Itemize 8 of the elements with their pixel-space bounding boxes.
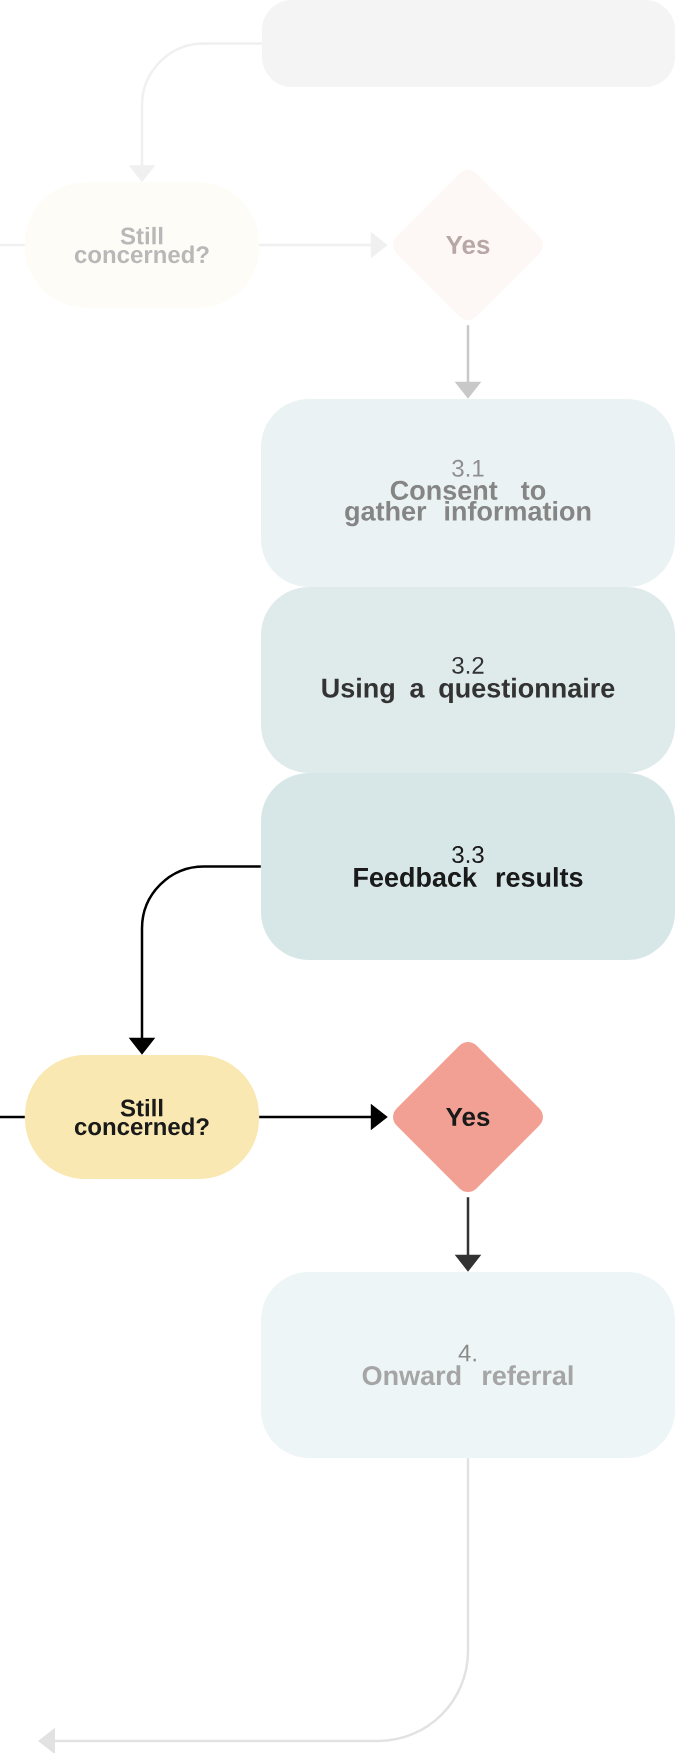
step-box: 3.3 Feedback results [261,773,675,960]
question-box: Still concerned? [25,1055,259,1179]
arrow [38,1458,470,1753]
step-box: 3.2 Using a questionnaire [261,587,675,773]
step-box: 3.1 Consent to gather information [261,399,675,587]
step-box: 4. Onward referral [261,1272,675,1458]
question-box: Still concerned? [25,182,259,308]
connector-line [0,1115,25,1119]
